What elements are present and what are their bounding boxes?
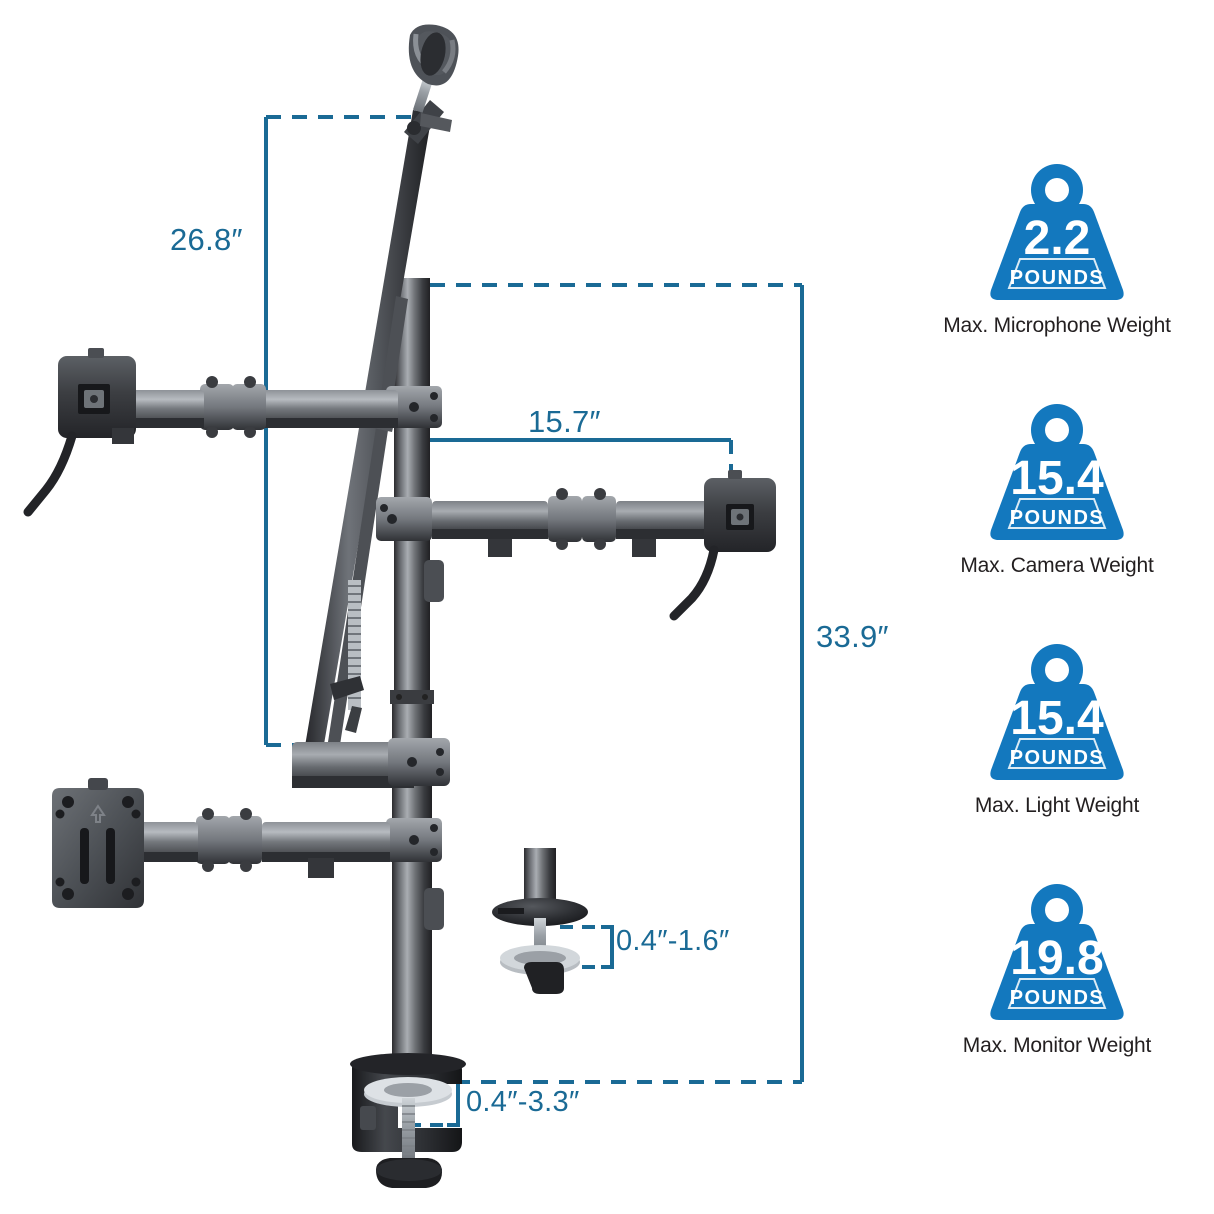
weight-value: 15.4 — [1010, 452, 1104, 505]
dimension-label-grommet-thickness: 0.4″-1.6″ — [616, 925, 730, 957]
monitor-vesa-arm — [52, 778, 442, 908]
microphone-clip-holder — [404, 24, 459, 144]
spec-caption: Max. Camera Weight — [960, 554, 1154, 577]
desk-c-clamp — [350, 1053, 466, 1188]
spec-item-max-light-weight: 15.4 POUNDS Max. Light Weight — [900, 638, 1214, 818]
weight-units: POUNDS — [1010, 507, 1105, 529]
product-diagram: 26.8″ 15.7″ 33.9″ 0.4″-1.6″ 0.4″-3.3″ — [23, 24, 889, 1188]
vesa-mount-plate — [52, 778, 144, 908]
camera-mount-arm — [376, 470, 776, 621]
weight-icon: 2.2 POUNDS — [990, 164, 1124, 300]
weight-value: 15.4 — [1010, 692, 1104, 745]
grommet-mount — [492, 848, 588, 994]
spec-item-max-camera-weight: 15.4 POUNDS Max. Camera Weight — [900, 398, 1214, 578]
product-illustration — [23, 24, 804, 1188]
weight-units: POUNDS — [1010, 987, 1105, 1009]
weight-spec-list: 2.2 POUNDS Max. Microphone Weight 15.4 P… — [900, 0, 1214, 1214]
weight-icon: 19.8 POUNDS — [990, 884, 1124, 1020]
dimension-label-total-pole-height: 33.9″ — [816, 619, 889, 654]
spec-caption: Max. Light Weight — [974, 794, 1140, 817]
weight-units: POUNDS — [1010, 747, 1105, 769]
weight-value: 19.8 — [1010, 932, 1103, 985]
weight-icon: 15.4 POUNDS — [990, 644, 1124, 780]
weight-units: POUNDS — [1010, 267, 1105, 289]
weight-value: 2.2 — [1024, 212, 1091, 265]
spec-caption: Max. Microphone Weight — [943, 314, 1171, 337]
dimension-label-clamp-thickness: 0.4″-3.3″ — [466, 1086, 580, 1118]
light-mount-arm — [23, 348, 442, 517]
spec-item-max-monitor-weight: 19.8 POUNDS Max. Monitor Weight — [900, 878, 1214, 1058]
dimension-label-mic-boom-height: 26.8″ — [170, 222, 243, 257]
weight-icon: 15.4 POUNDS — [990, 404, 1124, 540]
dimension-label-camera-arm-reach: 15.7″ — [528, 404, 601, 439]
spec-item-max-microphone-weight: 2.2 POUNDS Max. Microphone Weight — [900, 158, 1214, 338]
spec-caption: Max. Monitor Weight — [962, 1034, 1152, 1057]
